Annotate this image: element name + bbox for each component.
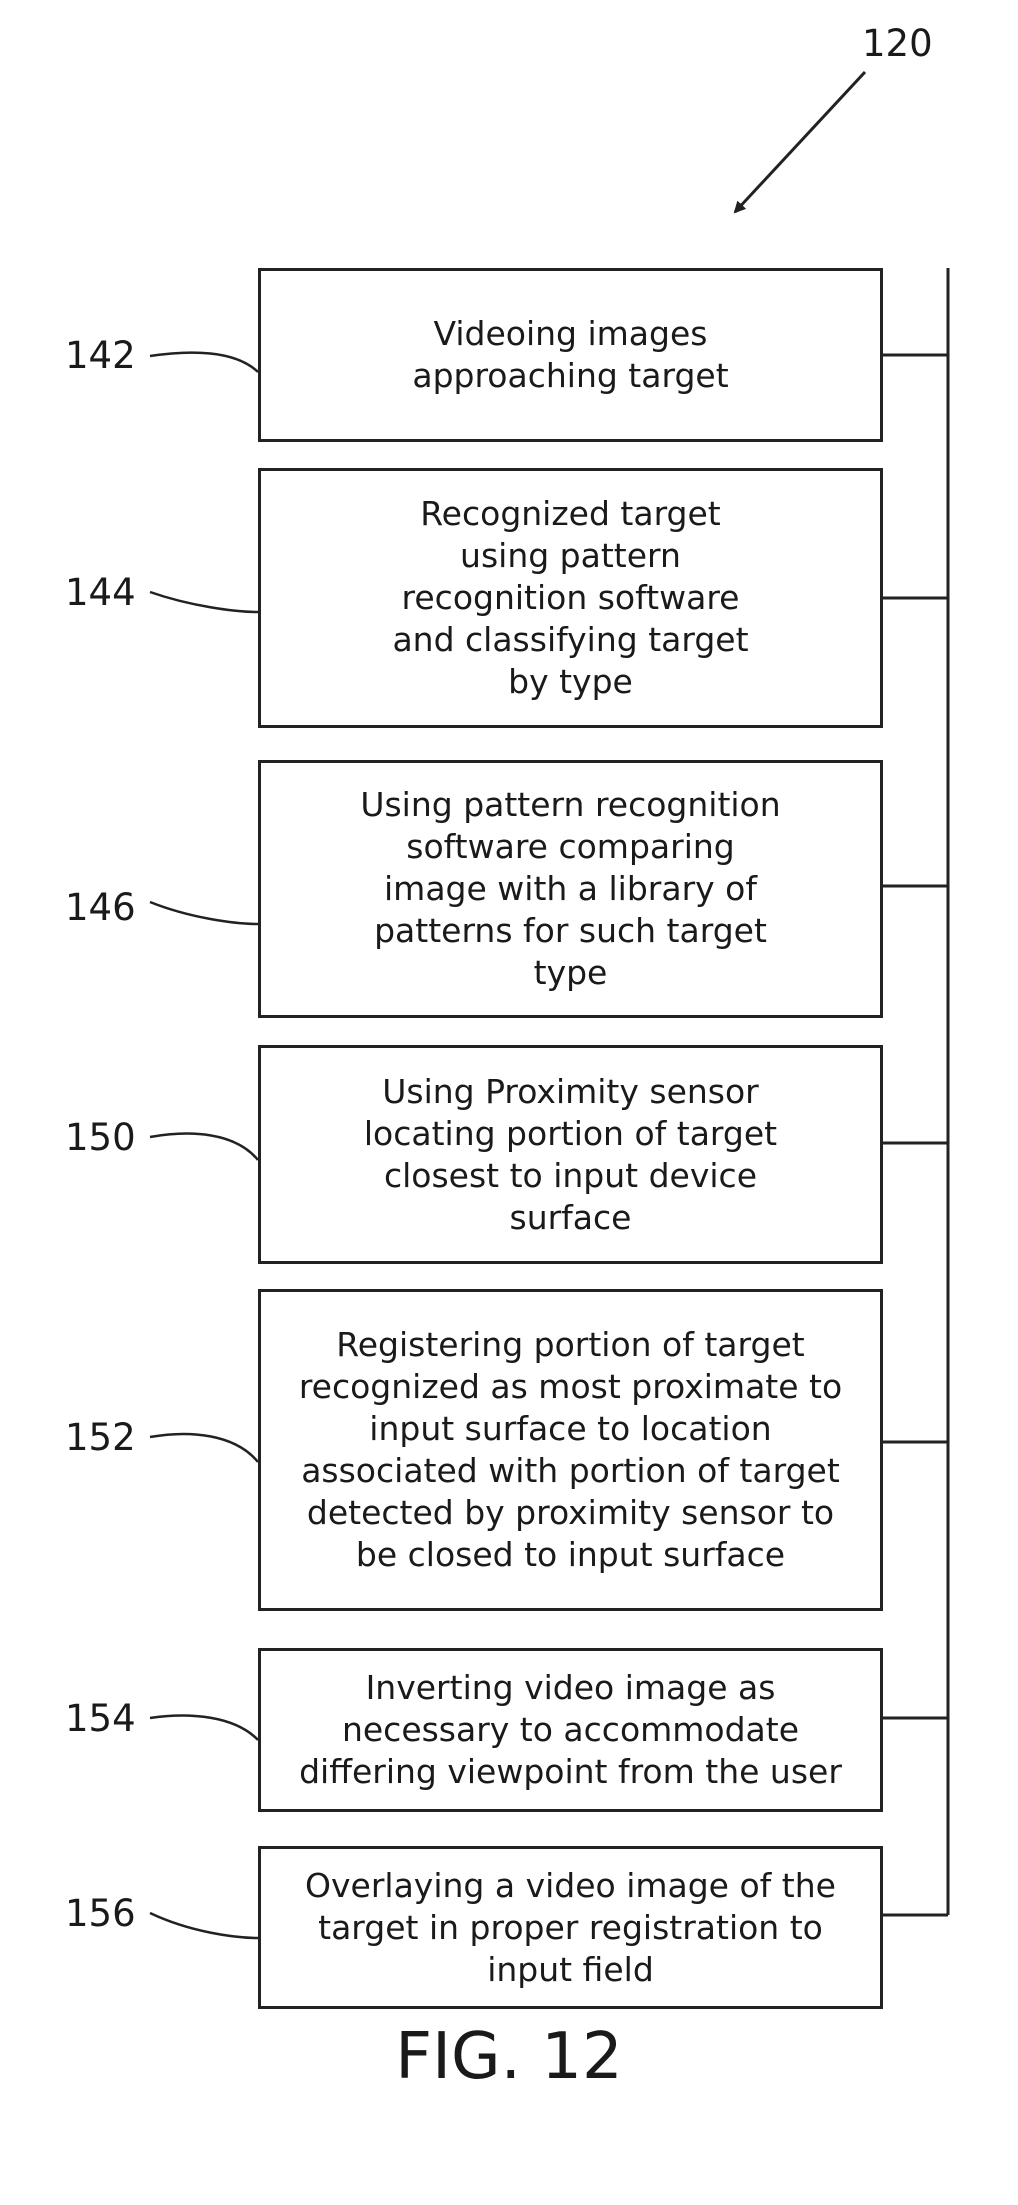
- step-box-146: Using pattern recognition software compa…: [258, 760, 883, 1018]
- step-box-156: Overlaying a video image of the target i…: [258, 1846, 883, 2009]
- step-text-152: Registering portion of target recognized…: [299, 1324, 842, 1576]
- step-box-144: Recognized target using pattern recognit…: [258, 468, 883, 728]
- step-box-142: Videoing images approaching target: [258, 268, 883, 442]
- step-text-154: Inverting video image as necessary to ac…: [299, 1667, 842, 1793]
- step-text-150: Using Proximity sensor locating portion …: [364, 1071, 777, 1239]
- reference-arrow: [735, 72, 865, 212]
- step-text-146: Using pattern recognition software compa…: [360, 784, 780, 994]
- step-ref-152: 152: [65, 1416, 136, 1460]
- leader-144: [150, 592, 258, 612]
- leader-146: [150, 902, 258, 924]
- step-ref-154: 154: [65, 1697, 136, 1741]
- step-ref-146: 146: [65, 886, 136, 930]
- step-box-152: Registering portion of target recognized…: [258, 1289, 883, 1611]
- leader-142: [150, 353, 258, 372]
- step-text-144: Recognized target using pattern recognit…: [392, 493, 748, 703]
- step-text-156: Overlaying a video image of the target i…: [305, 1865, 836, 1991]
- leader-150: [150, 1134, 258, 1160]
- step-ref-156: 156: [65, 1892, 136, 1936]
- step-ref-144: 144: [65, 571, 136, 615]
- step-text-142: Videoing images approaching target: [412, 313, 728, 397]
- step-ref-150: 150: [65, 1116, 136, 1160]
- step-ref-142: 142: [65, 334, 136, 378]
- figure-reference-number: 120: [862, 22, 933, 66]
- figure-caption: FIG. 12: [0, 2020, 1018, 2094]
- leader-156: [150, 1913, 258, 1938]
- leader-154: [150, 1716, 258, 1740]
- leader-152: [150, 1434, 258, 1462]
- step-box-150: Using Proximity sensor locating portion …: [258, 1045, 883, 1264]
- step-box-154: Inverting video image as necessary to ac…: [258, 1648, 883, 1812]
